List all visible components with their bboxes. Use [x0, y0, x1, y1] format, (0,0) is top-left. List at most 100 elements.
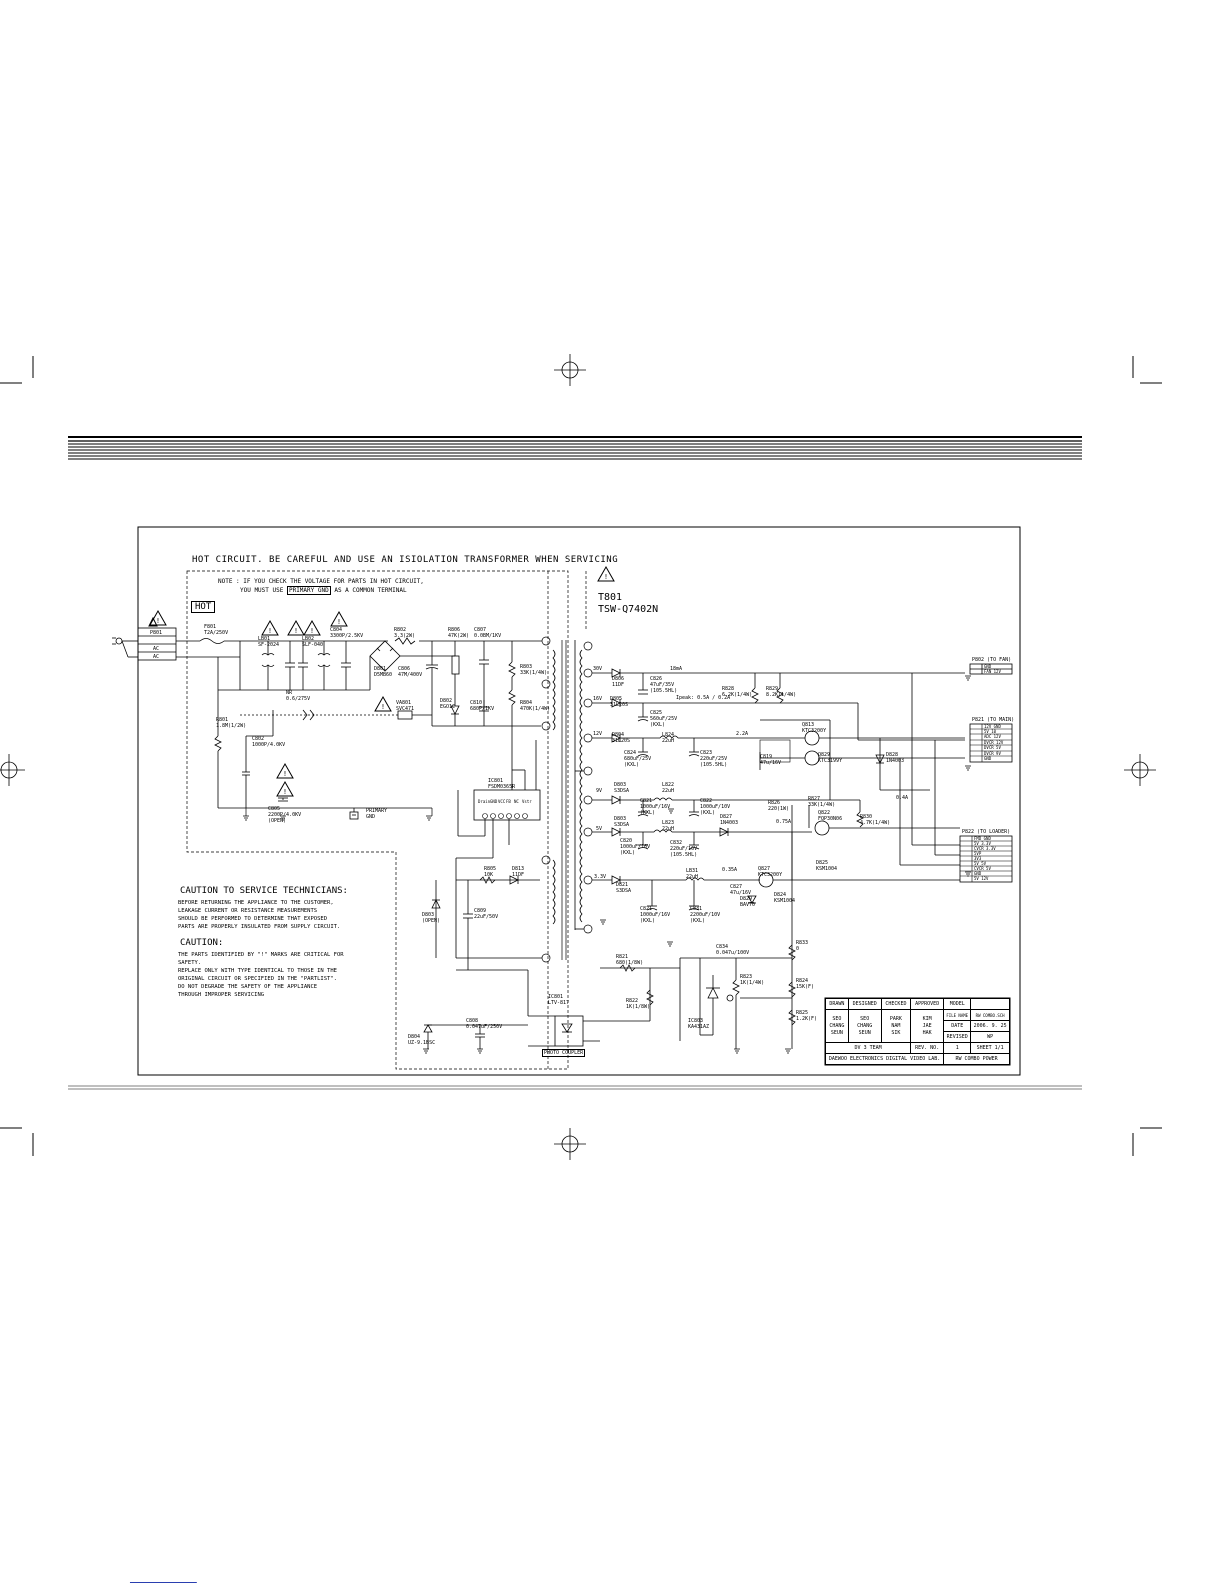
label-q813: Q813 KTC3200Y: [802, 722, 827, 734]
p821-title: P821 (TO MAIN): [972, 717, 1015, 723]
caution-line-5: DO NOT DEGRADE THE SAFETY OF THE APPLIAN…: [178, 984, 318, 990]
transformer-t801: [552, 640, 583, 960]
label-ic801-coupler: IC801 LTV-817: [548, 994, 570, 1006]
p822-pin-1: FMD GND: [974, 836, 991, 841]
label-r801: R801 1.8M(1/2W): [216, 717, 247, 729]
voltage-note-line1: NOTE : IF YOU CHECK THE VOLTAGE FOR PART…: [218, 578, 424, 585]
tb-sheet-label: SHEET: [976, 1045, 992, 1051]
ac-plug-icon: [112, 637, 138, 658]
label-c804: C804 3300P/2.5KV: [330, 627, 364, 639]
label-c819: C819 47u/16V: [760, 754, 782, 766]
label-r828: R828 6.2K(1/4W): [722, 686, 753, 698]
secondary-rail-30v: [592, 668, 965, 704]
label-r804: R804 470K(1/4W): [520, 700, 551, 712]
p822-pin-6: 5V 5V: [974, 861, 987, 866]
hot-label: HOT: [191, 601, 216, 613]
p822-title: P822 (TO LOADER): [962, 829, 1011, 835]
label-d806: D806 11DF: [612, 676, 625, 688]
tb-h-model: MODEL: [943, 998, 972, 1010]
label-d821: D821 S3DSA: [616, 882, 632, 894]
label-r827: R827 33K(1/4W): [808, 796, 836, 808]
ic801-controller: [473, 789, 541, 821]
net-12v: 12V: [593, 731, 603, 737]
p802-pin-2: FAN 12V: [984, 669, 1001, 674]
label-d828: D828 1N4003: [886, 752, 905, 764]
svg-text:!: !: [283, 788, 287, 796]
tb-drawn: SEO CHANG SEUN: [825, 1009, 849, 1043]
net-30v: 30V: [593, 666, 603, 672]
net-current-a: 0.4A: [896, 795, 909, 801]
secondary-rail-12v: [592, 733, 760, 757]
caution-technicians-title: CAUTION TO SERVICE TECHNICIANS:: [180, 886, 348, 896]
label-r824: R824 15K(F): [796, 978, 815, 990]
caution-line-4: ORIGINAL CIRCUIT OR SPECIFIED IN THE "PA…: [178, 976, 337, 982]
ic801-pin-vstr: Vstr: [522, 799, 532, 804]
label-l822: L822 22uH: [662, 782, 675, 794]
p821-pin-2: 5V 10: [984, 729, 997, 734]
label-d804-zener: D804 UZ-9.1BSC: [408, 1034, 436, 1046]
line-filter-l802: [317, 641, 331, 690]
label-q827: Q827 KTC3200Y: [758, 866, 783, 878]
p822-pin-7: CVCR 5V: [974, 866, 991, 871]
tb-h-designed: DESIGNED: [847, 998, 882, 1010]
label-c821: C821 1000uF/16V (KXL): [640, 798, 671, 816]
p822-pin-9: 5V 12V: [974, 876, 989, 881]
tb-team: DV 3 TEAM: [824, 1042, 912, 1054]
label-nr: NR 0.6/275V: [286, 690, 311, 702]
label-q822: Q822 FQP30N06: [818, 810, 843, 822]
caution-technicians-line-3: SHOULD BE PERFORMED TO DETERMINE THAT EX…: [178, 916, 328, 922]
caution-technicians-line-4: PARTS ARE PROPERLY INSULATED FROM SUPPLY…: [178, 924, 341, 930]
label-r825: R825 1.2K(F): [796, 1010, 818, 1022]
label-r823: R823 1K(1/4W): [740, 974, 765, 986]
tb-approved: KIM JAE HAK: [910, 1009, 945, 1043]
registration-target-left: [0, 754, 25, 786]
label-r833: R833 0: [796, 940, 809, 952]
label-c825: C825 560uF/25V (KXL): [650, 710, 678, 728]
registration-target-bottom: [554, 1128, 586, 1160]
svg-text:!: !: [604, 573, 608, 581]
ic801-pin-nc: NC: [514, 799, 519, 804]
diode-d828: [875, 754, 885, 764]
label-c807: C807 0.0BM/1KV: [474, 627, 502, 639]
tb-revised-label: REVISED: [943, 1031, 972, 1043]
tb-revised: WP: [970, 1031, 1010, 1043]
photo-coupler-ic801: [554, 1015, 584, 1047]
label-c821b: C821 1000uF/16V (KXL): [640, 906, 671, 924]
label-c832: C832 220uF/16V (105.5HL): [670, 840, 698, 858]
caution-line-2: SAFETY.: [178, 960, 202, 966]
label-d801: D801 D5MB60: [374, 666, 393, 678]
transistor-q829: [804, 750, 820, 766]
p822-pin-2: 5V 3.3V: [974, 841, 991, 846]
label-d827: D827 1N4003: [720, 814, 739, 826]
header-rules: [68, 436, 1082, 460]
ic801-pin-gnd: GND: [490, 799, 498, 804]
net-current-d: 2.2A: [736, 731, 749, 737]
resistor-r802: [394, 637, 416, 645]
primary-gnd-note-box: PRIMARY GND: [286, 586, 331, 595]
caution-line-3: REPLACE ONLY WITH TYPE IDENTICAL TO THOS…: [178, 968, 337, 974]
label-c810: C810 680P/1KV: [470, 700, 495, 712]
line-filter-l801: [261, 641, 275, 690]
tb-designed: SEO CHANG SEUN: [847, 1009, 882, 1043]
crop-marks: [0, 356, 1162, 1156]
nr-thermistor: [302, 709, 315, 721]
label-c823: C823 220uF/25V (105.5HL): [700, 750, 728, 768]
caution-technicians-line-1: BEFORE RETURNING THE APPLIANCE TO THE CU…: [178, 900, 334, 906]
label-c802: C802 1000P/4.0KV: [252, 736, 286, 748]
label-q829: Q829 KTC3199Y: [818, 752, 843, 764]
label-d802: D802 EGO1C: [440, 698, 456, 710]
transformer-pins: [541, 636, 593, 963]
net-3v3: 3.3V: [594, 874, 607, 880]
tb-file: RW COMBO.SCH: [970, 1009, 1010, 1021]
p821-pin-5: DVCR 5V: [984, 745, 1001, 750]
svg-text:!: !: [310, 627, 314, 635]
label-c809: C809 22uF/50V: [474, 908, 499, 920]
label-c808: C808 0.047uF/250V: [466, 1018, 503, 1030]
p801-pin-2: AC: [153, 654, 160, 660]
transformer-ref: T801: [598, 592, 623, 603]
primary-gnd-symbol: [349, 811, 359, 820]
tb-company: DAEWOO ELECTRONICS DIGITAL VIDEO LAB.: [824, 1053, 945, 1065]
footer-link[interactable]: ____________________: [130, 1577, 197, 1583]
